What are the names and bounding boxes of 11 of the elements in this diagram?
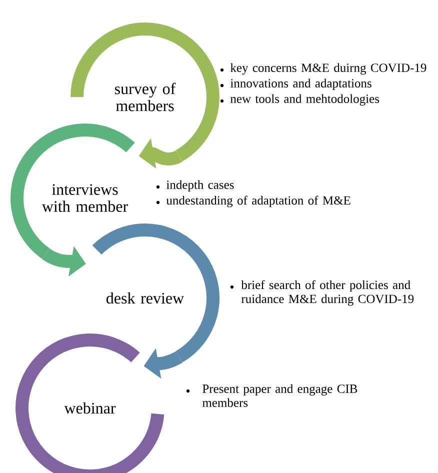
bullet-item: brief search of other policies and ruidance M&E during COVID-19 bbox=[241, 280, 414, 306]
ring-node: survey of members bbox=[70, 22, 220, 162]
ring-node: webinar bbox=[16, 334, 164, 473]
ring-node: desk review bbox=[92, 224, 220, 362]
bullet-item: Present paper and engage CIB members bbox=[202, 384, 358, 407]
bullet-item: new tools and mehtodologies bbox=[230, 94, 380, 106]
bullet-item: innovations and adaptations bbox=[230, 78, 372, 90]
ring-node: interviews with member bbox=[10, 124, 135, 259]
bullet-item: undestanding of adaptation of M&E bbox=[166, 196, 350, 208]
bullet-item: indepth cases bbox=[166, 180, 234, 192]
bullet-item: key concerns M&E duirng COVID-19 bbox=[230, 63, 426, 75]
